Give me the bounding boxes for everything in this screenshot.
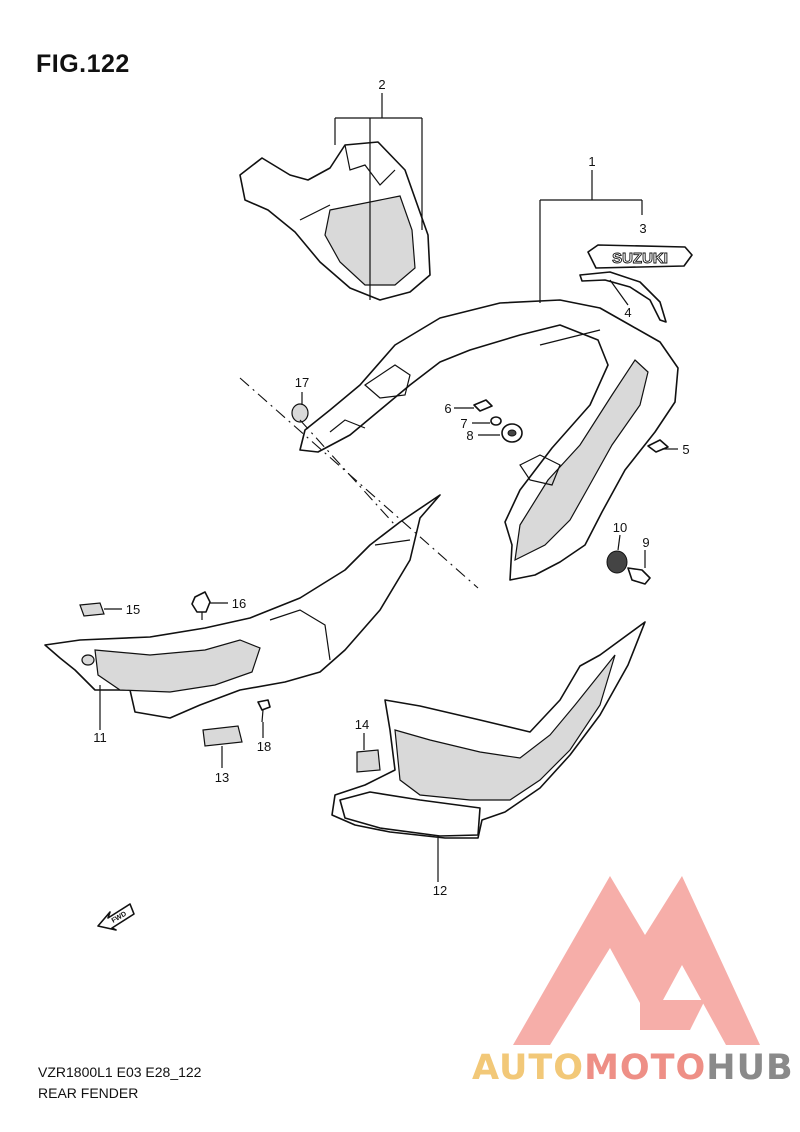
- callout-15: 15: [126, 602, 140, 617]
- part-16-rivet: [191, 591, 211, 620]
- assembly-lines: [239, 377, 479, 589]
- part-3-suzuki-emblem: SUZUKI: [587, 244, 693, 269]
- part-18-screw: [257, 699, 271, 723]
- brand-wordmark: AUTOMOTOHUB: [472, 1048, 794, 1088]
- diagram-name: REAR FENDER: [38, 1085, 139, 1101]
- part-6-bolt: [473, 399, 493, 412]
- leader-lines: [99, 93, 678, 882]
- callout-4: 4: [624, 305, 631, 320]
- part-2-rear-cowl: [239, 141, 431, 301]
- callout-2: 2: [378, 77, 385, 92]
- callout-17: 17: [295, 375, 309, 390]
- callout-13: 13: [215, 770, 229, 785]
- callout-12: 12: [433, 883, 447, 898]
- part-14-pad: [356, 749, 381, 773]
- part-1-tail-cover: [299, 299, 679, 581]
- part-8-grommet: [501, 423, 523, 443]
- callout-10: 10: [613, 520, 627, 535]
- callout-numbers: 2 1 3 4 5 6 7 8 9 10 11 12 13 14 15 16 1…: [93, 77, 689, 898]
- part-12-side-panel: [331, 621, 646, 839]
- figure-title: FIG.122: [36, 50, 130, 78]
- fwd-arrow-icon: FWD: [97, 903, 135, 931]
- callout-16: 16: [232, 596, 246, 611]
- part-11-rear-fender: [44, 494, 441, 719]
- brand-hub: HUB: [706, 1048, 794, 1088]
- brand-auto: AUTO: [472, 1048, 585, 1088]
- part-7-washer: [490, 416, 502, 426]
- part-4-trim-strip: [579, 271, 667, 323]
- diagram-code: VZR1800L1 E03 E28_122: [38, 1064, 202, 1080]
- callout-14: 14: [355, 717, 369, 732]
- part-17-cushion: [291, 403, 309, 423]
- part-9-bolt: [627, 567, 651, 585]
- brand-moto: MOTO: [584, 1048, 707, 1088]
- callout-7: 7: [460, 416, 467, 431]
- callout-1: 1: [588, 154, 595, 169]
- emblem-text: SUZUKI: [612, 250, 668, 267]
- watermark-logo: [513, 876, 760, 1045]
- callout-9: 9: [642, 535, 649, 550]
- callout-11: 11: [93, 730, 107, 745]
- callout-8: 8: [466, 428, 473, 443]
- callout-18: 18: [257, 739, 271, 754]
- callout-5: 5: [682, 442, 689, 457]
- part-15-grommet: [79, 602, 105, 617]
- callout-3: 3: [639, 221, 646, 236]
- callout-6: 6: [444, 401, 451, 416]
- part-5-clip: [647, 439, 669, 453]
- part-13-pad: [202, 725, 243, 747]
- part-10-cushion: [606, 550, 628, 574]
